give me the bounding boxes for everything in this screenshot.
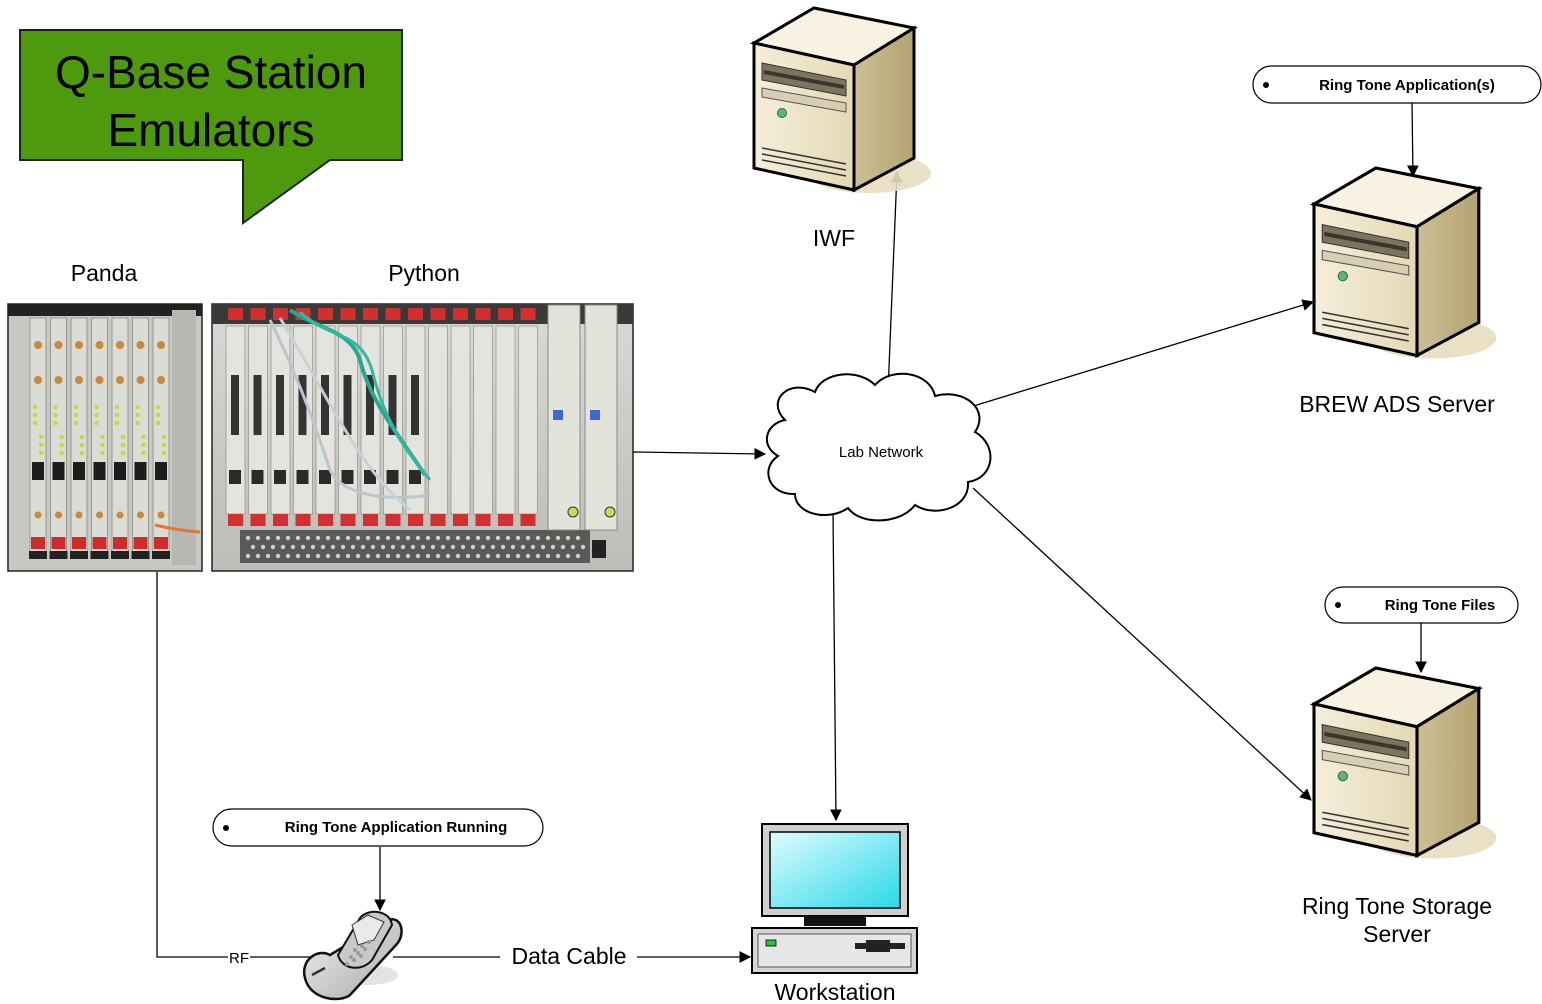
lab-network-label: Lab Network [839,444,924,461]
note-storage-files-text: Ring Tone Files [1385,597,1496,614]
edge-python-to-network [632,447,767,460]
rf-label: RF [229,950,249,967]
workstation-icon [751,823,918,974]
data-cable-label: Data Cable [511,943,626,969]
emulators-callout: Q-Base Station Emulators [19,29,403,225]
python-rack-photo [211,303,634,572]
panda-label: Panda [71,260,138,286]
note-phone-app-text: Ring Tone Application Running [285,819,507,836]
edge-brewnote-to-brew [1407,102,1419,178]
note-brew-app-text: Ring Tone Application(s) [1319,77,1495,94]
edge-network-to-brew [966,299,1315,409]
edge-network-to-storage [972,487,1312,801]
panda-rack-photo [7,303,203,572]
storage-server-icon [1312,666,1498,861]
callout-title-line2: Emulators [107,104,314,156]
storage-server-label-line2: Server [1363,921,1431,947]
note-phone-app: Ring Tone Application Running [212,808,544,847]
workstation-label: Workstation [774,979,895,1004]
edge-network-to-iwf [887,170,903,393]
edge-rf-line [156,572,228,958]
lab-network-cloud-icon [766,372,992,522]
connections [156,102,1427,963]
callout-title-line1: Q-Base Station [55,46,367,98]
note-storage-files: Ring Tone Files [1324,586,1519,624]
note-brew-app: Ring Tone Application(s) [1252,65,1542,104]
phone-icon [302,910,403,1001]
brew-server-icon [1312,166,1498,361]
brew-server-label: BREW ADS Server [1299,391,1495,417]
python-label: Python [388,260,460,286]
edge-network-to-workstation [830,511,842,822]
iwf-server-icon [752,6,933,195]
iwf-label: IWF [813,225,855,251]
storage-server-label-line1: Ring Tone Storage [1302,893,1492,919]
